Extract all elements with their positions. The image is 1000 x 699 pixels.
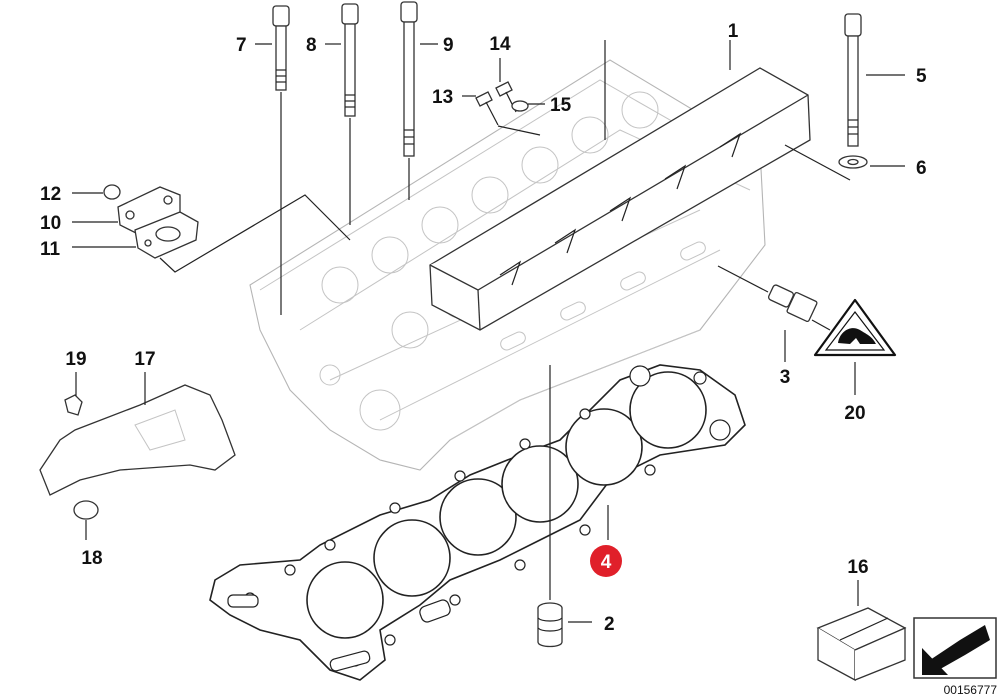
callout-8[interactable]: 8 [306,35,317,56]
callout-3[interactable]: 3 [780,367,791,388]
callout-4[interactable]: 4 [601,552,612,573]
kit-box-part-16 [816,580,907,682]
callout-9[interactable]: 9 [443,35,454,56]
leader-lines-right [604,40,905,181]
bolt-part-18 [73,500,99,540]
leader-lines-10-12 [72,192,351,273]
callout-10[interactable]: 10 [40,213,61,234]
callout-13[interactable]: 13 [432,87,453,108]
cover-part-1 [429,67,811,331]
callout-17[interactable]: 17 [134,349,155,370]
leader-lines-13-15 [462,58,545,136]
clip-part-19 [64,372,83,416]
bolt-part-9 [400,1,418,157]
document-id: 00156777 [944,683,998,697]
callout-16[interactable]: 16 [847,557,868,578]
callout-2[interactable]: 2 [604,614,615,635]
head-gasket-part-4 [209,364,746,681]
dowel-sleeve-part-2 [537,365,592,648]
temperature-sensor-part-3 [717,265,818,362]
callout-19[interactable]: 19 [65,349,86,370]
callout-12[interactable]: 12 [40,184,61,205]
screw-part-12 [103,184,121,200]
callout-1[interactable]: 1 [728,21,739,42]
bracket-part-17 [39,372,236,496]
callout-4-highlight[interactable] [590,545,622,577]
washer-part-6 [838,155,868,169]
bolt-part-7 [272,5,290,91]
screw-part-13 [475,91,499,126]
callout-7[interactable]: 7 [236,35,247,56]
leader-lines-bolts [255,43,438,315]
navigation-arrow-icon[interactable] [913,617,997,679]
callout-5[interactable]: 5 [916,66,927,87]
callout-20[interactable]: 20 [844,403,865,424]
gasket-part-11 [134,211,199,259]
bolt-part-8 [341,3,359,117]
callout-14[interactable]: 14 [489,34,511,55]
hot-surface-warning-icon [811,298,897,395]
washer-part-15 [511,100,529,112]
callout-6[interactable]: 6 [916,158,927,179]
callout-11[interactable]: 11 [40,239,61,260]
bolt-part-5 [844,13,862,147]
callout-18[interactable]: 18 [81,548,102,569]
callout-15[interactable]: 15 [550,95,572,116]
